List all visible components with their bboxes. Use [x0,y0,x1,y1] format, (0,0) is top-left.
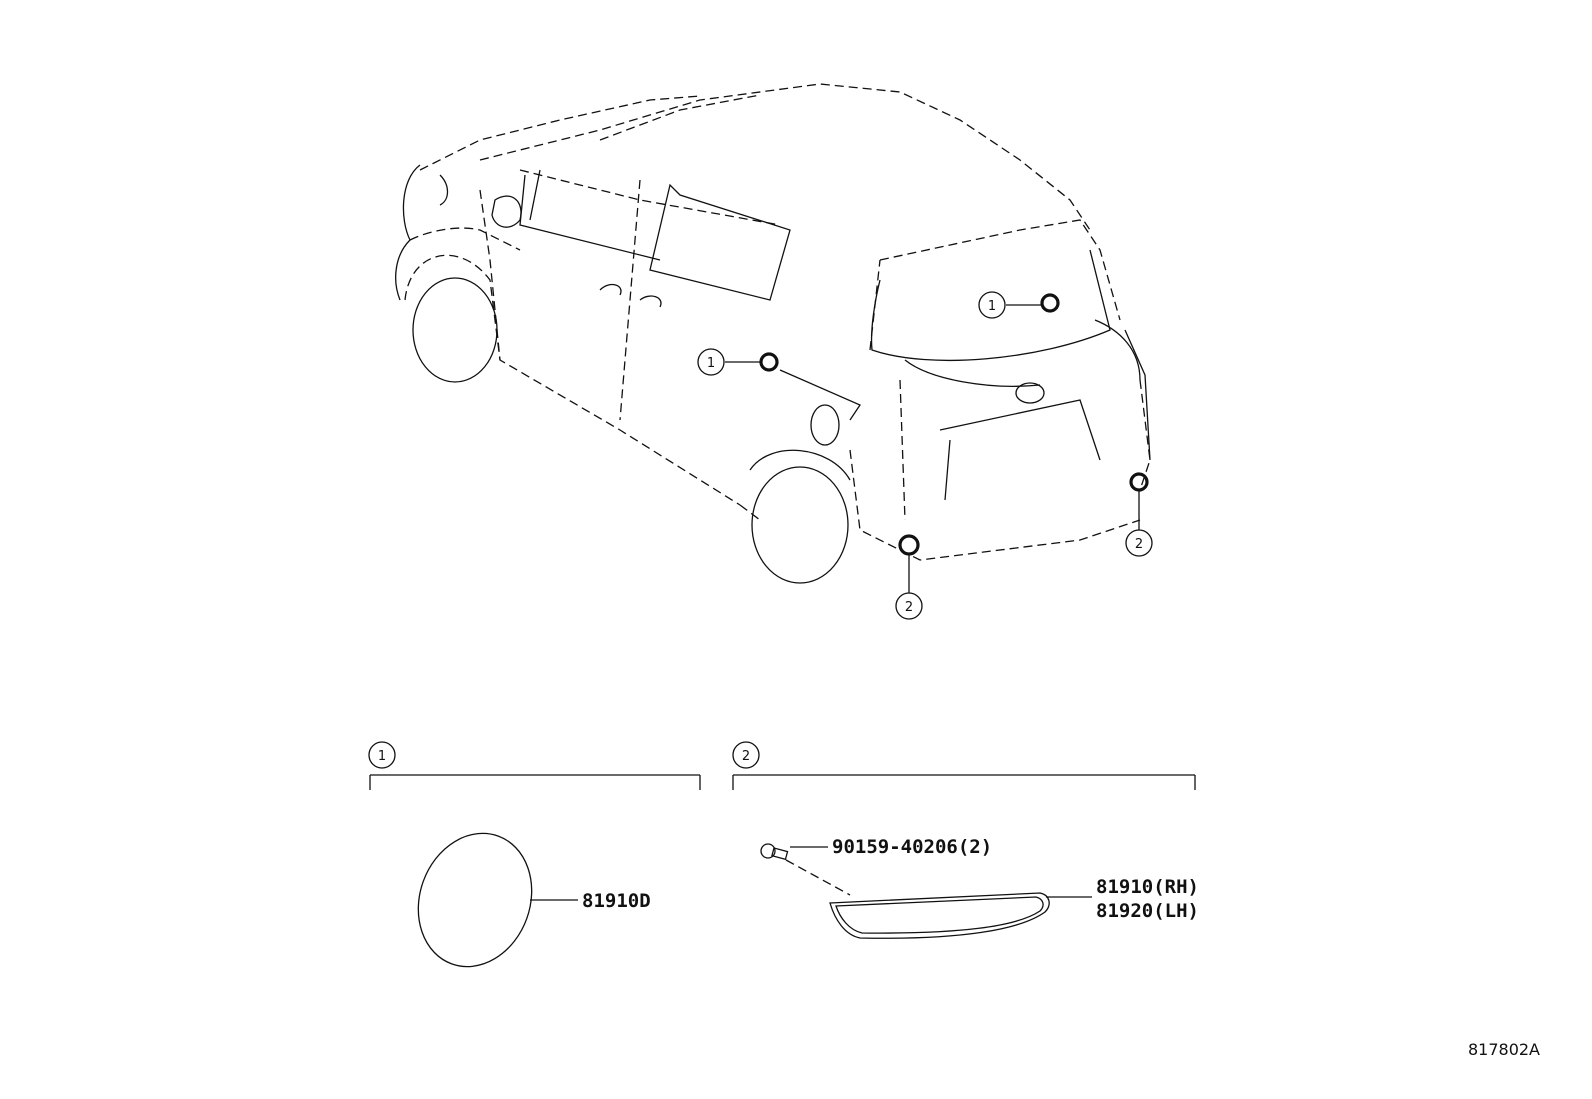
svg-text:1: 1 [988,299,996,314]
emblem-marker-side [759,352,779,372]
part-label-bolt: 90159-40206(2) [832,836,992,858]
vehicle-illustration [395,83,1151,593]
bolt-icon [760,843,789,861]
diagram-reference-code: 817802A [1468,1040,1540,1059]
reflector-marker-left [898,534,920,556]
svg-text:1: 1 [707,356,715,371]
part-label-81920-lh: 81920(LH) [1096,900,1199,922]
reflector-part [829,892,1050,939]
svg-text:2: 2 [742,749,750,764]
reflector-marker-right [1129,472,1149,492]
group-2-section: 2 90159-40206(2) 81910(RH) 81920(LH) [732,741,1199,939]
group-1-section: 1 81910D [368,741,701,968]
part-label-81910d: 81910D [582,890,651,912]
callout-1-side: 1 [697,348,725,376]
svg-text:2: 2 [1135,537,1143,552]
callout-2-right: 2 [1125,529,1153,557]
group-1-callout [368,741,396,769]
part-label-81910-rh: 81910(RH) [1096,876,1199,898]
svg-text:1: 1 [378,749,386,764]
emblem-marker-rear [1040,293,1060,313]
group-2-callout [732,741,760,769]
emblem-part [417,832,533,968]
svg-text:2: 2 [905,600,913,615]
callout-2-left: 2 [895,592,923,620]
callout-1-rear: 1 [978,291,1006,319]
